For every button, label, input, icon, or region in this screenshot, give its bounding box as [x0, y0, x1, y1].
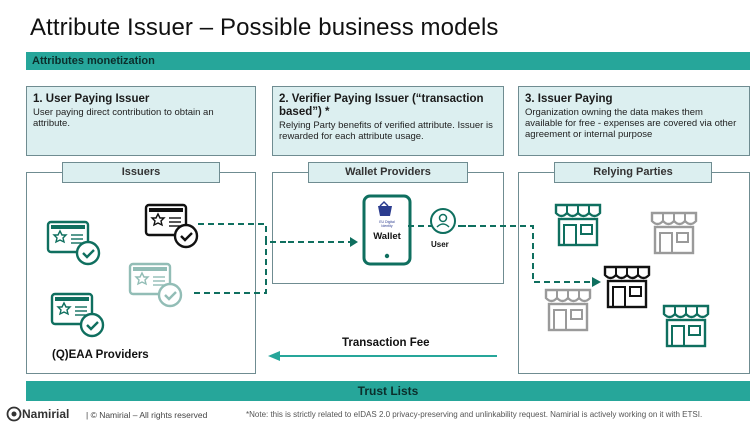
namirial-logo-icon [6, 406, 22, 422]
shop-icon [662, 304, 710, 348]
issuer-connector [194, 242, 267, 294]
footnote-text: *Note: this is strictly related to eIDAS… [246, 410, 703, 419]
certificate-icon [128, 262, 183, 308]
copyright-text: | © Namirial – All rights reserved [86, 410, 208, 420]
wallet-providers-label: Wallet Providers [308, 162, 468, 183]
wallet-phone-icon [362, 194, 412, 266]
arrow-head-icon [350, 237, 358, 247]
model-heading: 2. Verifier Paying Issuer (“transaction … [279, 93, 484, 118]
relying-parties-label: Relying Parties [554, 162, 712, 183]
model-heading: 3. Issuer Paying [525, 93, 613, 105]
transaction-fee-label: Transaction Fee [342, 337, 430, 349]
attributes-monetization-bar: Attributes monetization [26, 52, 750, 70]
namirial-logo-text: Namirial [22, 407, 70, 421]
model-verifier-paying-issuer: 2. Verifier Paying Issuer (“transaction … [272, 86, 504, 156]
shop-icon [544, 288, 592, 332]
user-connector [460, 225, 598, 283]
user-label: User [431, 240, 449, 249]
model-description: User paying direct contribution to obtai… [33, 107, 214, 129]
page-title: Attribute Issuer – Possible business mod… [30, 14, 499, 41]
model-heading: 1. User Paying Issuer [33, 93, 150, 105]
qeaa-providers-label: (Q)EAA Providers [52, 349, 149, 361]
certificate-icon [144, 203, 199, 249]
shop-icon [603, 265, 651, 309]
model-issuer-paying: 3. Issuer Paying Organization owning the… [518, 86, 750, 156]
certificate-icon [46, 220, 101, 266]
issuers-label: Issuers [62, 162, 220, 183]
arrow-head-icon [268, 351, 280, 361]
shop-icon [650, 211, 698, 255]
model-user-paying-issuer: 1. User Paying Issuer User paying direct… [26, 86, 256, 156]
model-description: Organization owning the data makes them … [525, 107, 737, 140]
wallet-small-text: EU Digital Identity [379, 220, 395, 228]
shop-icon [554, 203, 602, 247]
certificate-icon [50, 292, 105, 338]
trust-lists-bar: Trust Lists [26, 381, 750, 401]
issuer-connector [198, 223, 288, 243]
user-icon [430, 208, 456, 234]
model-description: Relying Party benefits of verified attri… [279, 120, 493, 142]
wallet-label: Wallet [373, 231, 401, 242]
arrow-head-icon [592, 277, 601, 287]
